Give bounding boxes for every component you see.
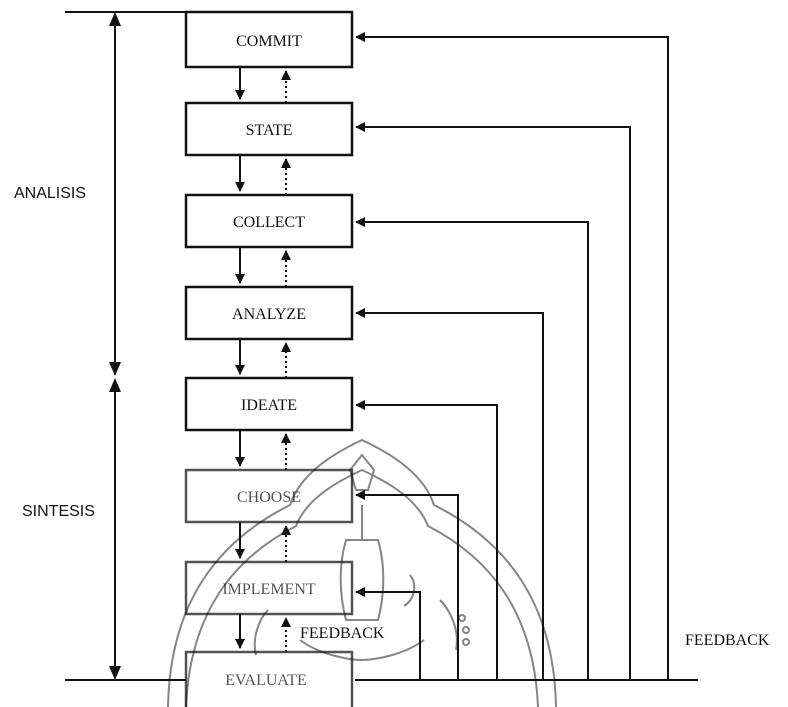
stage-box-evaluate: EVALUATE <box>186 652 352 707</box>
stage-label-evaluate: EVALUATE <box>225 672 306 689</box>
stage-label-implement: IMPLEMENT <box>222 581 316 598</box>
stage-box-commit: COMMIT <box>186 12 352 67</box>
feedback-loops <box>356 37 668 680</box>
phase-label-synthesis: SINTESIS <box>22 503 95 520</box>
stage-label-collect: COLLECT <box>233 214 305 231</box>
feedback-label-outer: FEEDBACK <box>685 632 770 649</box>
stage-label-commit: COMMIT <box>236 33 302 50</box>
stage-label-state: STATE <box>246 122 293 139</box>
phase-label-analysis: ANALISIS <box>14 185 86 202</box>
stage-label-analyze: ANALYZE <box>232 306 306 323</box>
stage-label-choose: CHOOSE <box>237 489 301 506</box>
stage-box-choose: CHOOSE <box>186 470 352 522</box>
stage-box-state: STATE <box>186 103 352 155</box>
stage-box-collect: COLLECT <box>186 195 352 247</box>
feedback-label-inner: FEEDBACK <box>300 625 385 642</box>
stage-box-ideate: IDEATE <box>186 378 352 430</box>
stage-label-ideate: IDEATE <box>241 397 297 414</box>
stage-box-analyze: ANALYZE <box>186 287 352 339</box>
